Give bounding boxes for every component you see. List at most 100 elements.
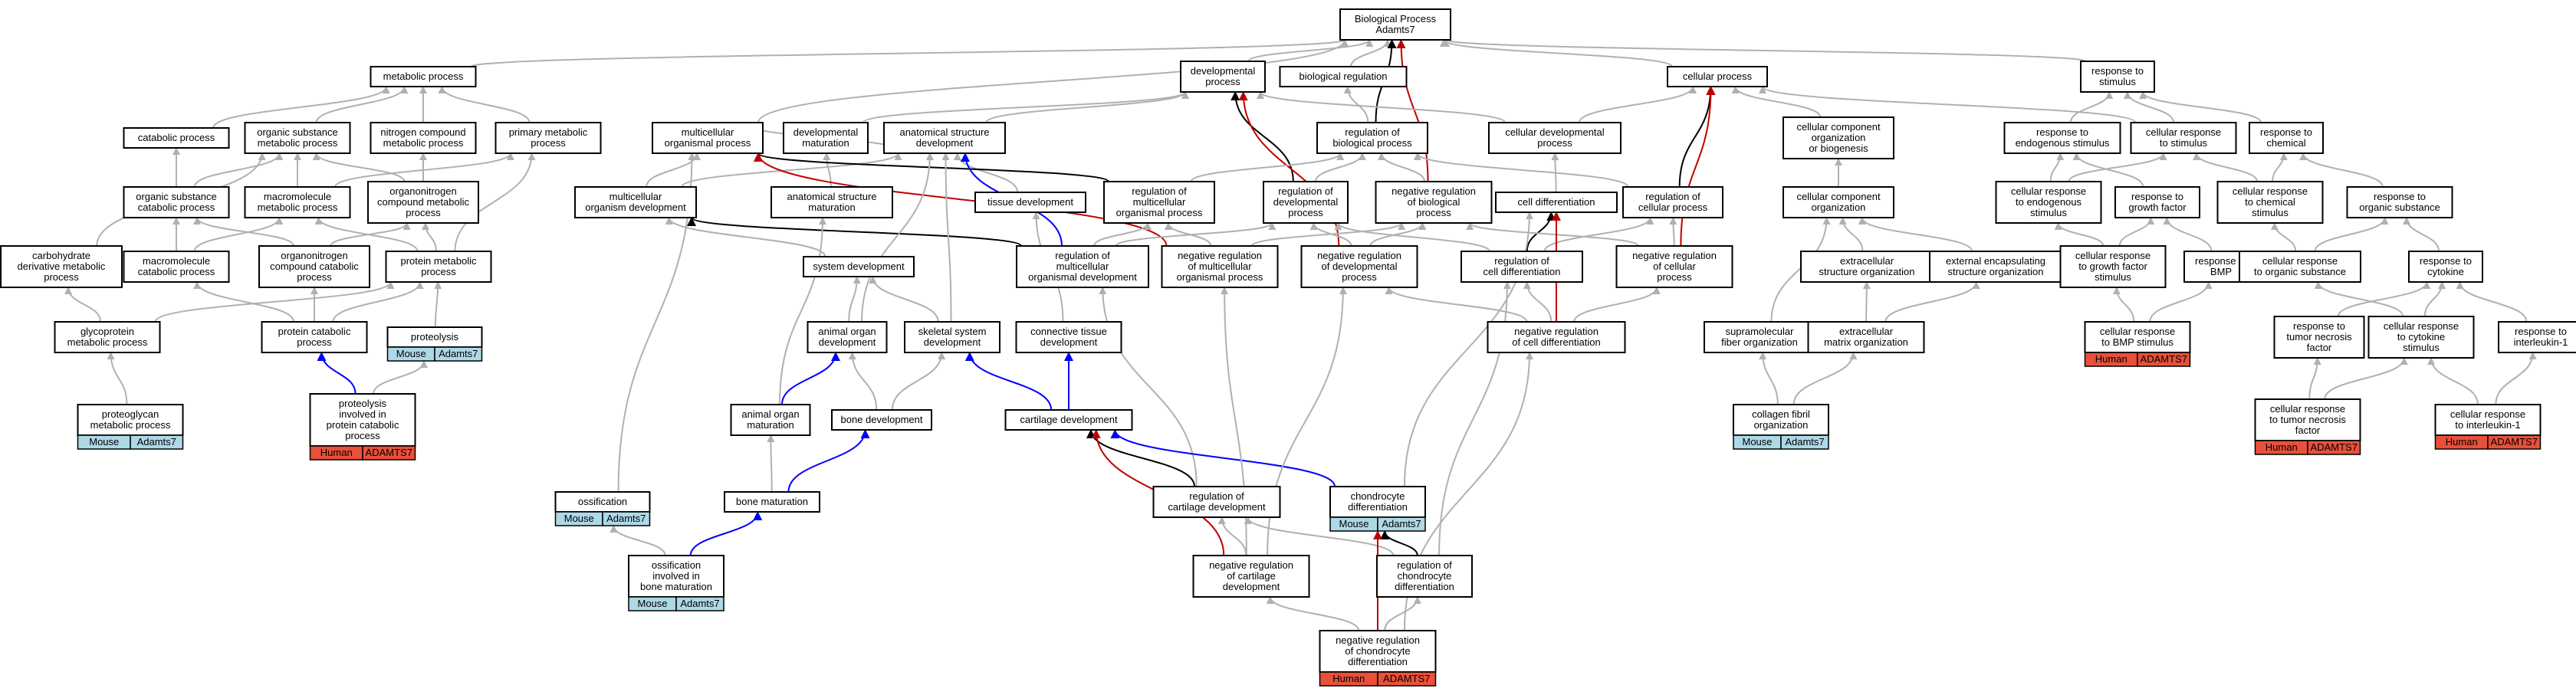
go-term-label: cytokine xyxy=(2427,266,2464,277)
edge-regulates xyxy=(781,352,840,405)
edge-is-a xyxy=(1759,352,1779,405)
go-term-label: cellular response xyxy=(2100,326,2175,337)
edge-is-a xyxy=(193,217,284,252)
gene-cell xyxy=(2487,434,2542,450)
go-term-cellproc: cellular process xyxy=(1667,66,1768,87)
gene-label: Adamts7 xyxy=(680,598,719,609)
edge-regulates xyxy=(1110,429,1336,487)
go-term-label: compound metabolic xyxy=(377,196,469,208)
go-term-label: to tumor necrosis xyxy=(2269,414,2346,425)
go-term-label: regulation of xyxy=(1055,250,1110,261)
gene-label: Adamts7 xyxy=(439,348,478,359)
go-term-box xyxy=(2254,398,2361,441)
go-term-box xyxy=(831,409,932,431)
edge-is-a xyxy=(1838,217,1864,252)
edge-is-a xyxy=(193,217,294,247)
go-term-box xyxy=(974,192,1086,213)
go-term-label: process xyxy=(1537,137,1572,149)
edge-is-a xyxy=(1115,222,1276,247)
gene-label: Adamts7 xyxy=(1382,518,1421,529)
edge-is-a xyxy=(2314,281,2404,317)
go-term-label: tissue development xyxy=(987,196,1073,208)
gene-label: ADAMTS7 xyxy=(2141,353,2187,365)
edge-is-a xyxy=(2314,217,2389,252)
go-term-label: animal organ xyxy=(818,326,876,337)
edge-part-of xyxy=(1230,91,1294,182)
go-term-label: regulation of xyxy=(1345,126,1400,138)
edge-is-a xyxy=(1759,86,2137,123)
go-term-label: anatomical structure xyxy=(787,191,876,202)
edge-is-a xyxy=(2495,352,2537,405)
go-term-label: stimulus xyxy=(2403,342,2440,353)
edge-is-a xyxy=(1190,152,1345,182)
go-term-label: process xyxy=(297,336,332,348)
go-term-label: response to xyxy=(2195,255,2247,267)
edge-is-a xyxy=(1164,222,1212,247)
go-term-box xyxy=(77,404,184,436)
gene-cell xyxy=(434,346,483,362)
go-term-label: factor xyxy=(2295,425,2321,436)
go-term-label: ossification xyxy=(652,559,701,571)
go-term-label: process xyxy=(1416,207,1451,218)
edge-is-a xyxy=(681,152,902,188)
go-term-label: extracellular xyxy=(1840,255,1894,267)
edge-is-a xyxy=(1413,152,1629,188)
go-term-label: process xyxy=(345,430,380,441)
go-term-box xyxy=(1192,555,1310,598)
go-term-label: response to xyxy=(2036,126,2088,138)
go-term-box xyxy=(2273,316,2365,359)
go-term-label: of chondrocyte xyxy=(1345,645,1410,657)
go-term-box xyxy=(1487,321,1626,353)
go-term-label: differentiation xyxy=(1348,501,1408,513)
go-term-box xyxy=(2114,186,2200,218)
go-term-label: structure organization xyxy=(1947,266,2043,277)
go-term-box xyxy=(730,404,811,436)
edge-is-a xyxy=(2270,222,2297,252)
go-term-box xyxy=(54,321,161,353)
gene-label: ADAMTS7 xyxy=(1383,673,1430,684)
go-term-label: derivative metabolic xyxy=(18,261,106,272)
edge-is-a xyxy=(953,152,1019,193)
go-term-label: organismal process xyxy=(665,137,751,149)
edge-is-a xyxy=(470,39,1349,67)
go-term-label: bone maturation xyxy=(736,496,808,507)
edge-is-a xyxy=(2299,152,2384,188)
edge-is-a xyxy=(757,39,1349,123)
go-term-label: process xyxy=(406,207,441,218)
go-term-celldiff: cell differentiation xyxy=(1495,192,1618,213)
go-term-box xyxy=(2080,61,2155,93)
go-term-label: cellular response xyxy=(2233,185,2308,197)
go-term-label: macromolecule xyxy=(143,255,210,267)
go-term-box xyxy=(1704,321,1815,353)
edge-is-a xyxy=(941,152,952,323)
go-term-label: connective tissue xyxy=(1030,326,1107,337)
go-term-label: cellular response xyxy=(2270,403,2345,415)
edge-part-of xyxy=(1526,211,1556,252)
go-term-label: cell differentiation xyxy=(1518,196,1595,208)
edge-is-a xyxy=(1247,39,1374,62)
go-term-label: development xyxy=(1223,581,1280,592)
edge-is-a xyxy=(1731,86,1822,118)
edge-is-a xyxy=(779,217,826,405)
edge-is-a xyxy=(2072,152,2144,188)
go-term-bonemat: bone maturation xyxy=(724,491,820,513)
go-term-box xyxy=(1488,122,1622,154)
go-term-box xyxy=(1733,404,1829,436)
go-term-label: structure organization xyxy=(1819,266,1914,277)
